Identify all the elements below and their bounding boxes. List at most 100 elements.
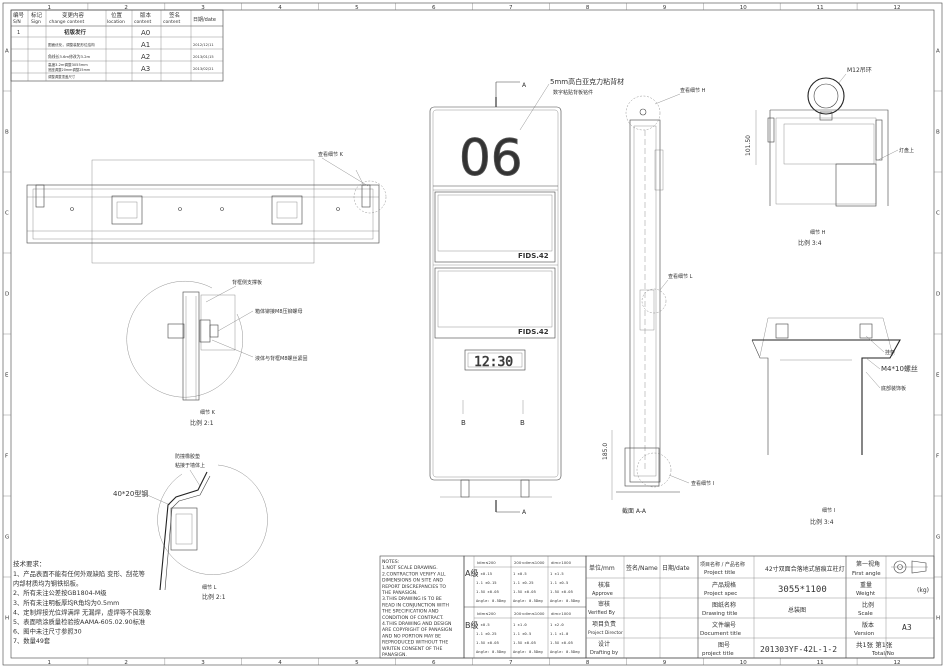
rev-head-loc-en: location bbox=[107, 19, 125, 25]
grid-row-label: G bbox=[5, 535, 9, 541]
tol-cell-a: 1.1 ±0.15 bbox=[476, 580, 497, 585]
tol-cell-b: 1.1 ±0.25 bbox=[476, 631, 497, 636]
note-line: REPORT DISCREPANCIES TO bbox=[382, 584, 446, 590]
l-note-2: 粘接于墙体上 bbox=[175, 462, 205, 469]
rev-row-1-sn: 1 bbox=[17, 30, 20, 36]
note-line: THE SPECIFICATION AND bbox=[381, 609, 439, 615]
grid-row-label: C bbox=[5, 211, 9, 217]
l-dim: 40*20型钢 bbox=[113, 489, 148, 498]
detail-l-drawing: 防撞橡胶垫 粘接于墙体上 40*20型钢 细节 L 比例 2:1 bbox=[113, 453, 268, 601]
note-magnet: 5mm高白亚克力粘背材 bbox=[550, 77, 624, 86]
grid-row-label: E bbox=[936, 373, 940, 379]
grid-row-label: E bbox=[5, 373, 9, 379]
rev-row-3-ver: A2 bbox=[141, 53, 150, 61]
tol-cell-a: 1.1 ±0.5 bbox=[550, 580, 568, 585]
technical-requirements: 技术要求： 1、产品表面不能有任何外观缺陷 变形、刮花等内部材质均为钢铁铝板。2… bbox=[13, 559, 151, 645]
tb-verified-cn: 审核 bbox=[598, 600, 610, 608]
tol-head-a: 200<dim≤1000 bbox=[514, 560, 545, 565]
tol-cell-a: Angle: 0.5Deg bbox=[476, 598, 506, 603]
grid-row-label: H bbox=[936, 616, 940, 622]
tb-drawing-title-cn: 图纸名称 bbox=[712, 601, 736, 609]
tb-version-cn: 版本 bbox=[862, 621, 874, 629]
detail-l-callout: 查看细节 L bbox=[668, 273, 693, 280]
m12-note: M12吊环 bbox=[847, 67, 872, 74]
grid-col-label: 9 bbox=[663, 660, 667, 666]
tb-doc-title-en: Document title bbox=[700, 631, 742, 637]
k-note-2: 液体与背框M8螺丝紧固 bbox=[255, 355, 308, 362]
tol-head-b: 200<dim≤1000 bbox=[514, 611, 545, 616]
detail-l-scale: 比例 2:1 bbox=[202, 593, 226, 601]
tb-version-val: A3 bbox=[902, 623, 912, 632]
tb-unit: 单位/mm bbox=[589, 564, 615, 572]
grid-col-label: 5 bbox=[355, 660, 359, 666]
tol-cell-b: 1.5X ±0.05 bbox=[550, 640, 573, 645]
rev-head-ver-en: content bbox=[134, 19, 151, 25]
note-line: ARE COPYRIGHT OF PANASIGN bbox=[382, 627, 452, 633]
tb-approve-en: Approve bbox=[592, 591, 613, 597]
detail-k-callout: 查看细节 K bbox=[318, 151, 344, 158]
tol-cell-a: 1.5X ±0.05 bbox=[550, 589, 573, 594]
tb-date: 日期/date bbox=[662, 564, 690, 572]
grid-col-label: 7 bbox=[509, 5, 513, 11]
note-line: NOTES: bbox=[382, 559, 400, 565]
tol-cell-b: 1 ±0.5 bbox=[476, 622, 490, 627]
tb-verified-en: Verified By bbox=[588, 610, 615, 616]
rev-head-sig-en: content bbox=[163, 19, 180, 25]
detail-h-scale: 比例 3:4 bbox=[798, 239, 822, 247]
tb-sign: 签名/Name bbox=[626, 564, 658, 572]
note-line: READ IN CONJUNCTION WITH bbox=[382, 602, 449, 608]
detail-l-title: 细节 L bbox=[202, 584, 217, 591]
tol-cell-a: 1 ±1.5 bbox=[550, 571, 564, 576]
section-b-right: B bbox=[520, 419, 525, 427]
grid-row-label: B bbox=[936, 130, 940, 136]
rev-head-sig-cn: 签名 bbox=[169, 11, 180, 19]
grid-col-label: 10 bbox=[740, 660, 747, 666]
tb-drawing-title-val: 总装图 bbox=[788, 606, 806, 614]
grid-row-label: H bbox=[5, 616, 9, 622]
rev-head-sn-en: S/N bbox=[13, 19, 21, 25]
rev-row-4-ver: A3 bbox=[141, 65, 150, 73]
k-note-1: 箱体铆接M8压铆螺母 bbox=[255, 308, 303, 315]
detail-h-title: 细节 H bbox=[810, 229, 826, 236]
note-line: CONDITION OF CONTRACT. bbox=[382, 615, 444, 621]
section-aa-label: 截面 A-A bbox=[622, 507, 647, 515]
tech-line: 1、产品表面不能有任何外观缺陷 变形、刮花等 bbox=[13, 569, 146, 578]
section-a-top-label: A bbox=[522, 82, 527, 89]
note-line: THE PANASIGN. bbox=[381, 590, 418, 596]
tol-cell-b: Angle: 0.5Deg bbox=[476, 649, 506, 654]
tb-spec-cn: 产品规格 bbox=[712, 581, 736, 589]
rev-head-sign-en: Sign bbox=[31, 19, 41, 25]
tech-line: 7、数量49套 bbox=[13, 636, 51, 645]
note-line: 4.THIS DRAWING AND DESIGN bbox=[382, 621, 451, 627]
tb-version-en: Version bbox=[854, 631, 875, 637]
tol-cell-a: 1.5X ±0.05 bbox=[513, 589, 536, 594]
lamp-note: 灯盘上 bbox=[899, 147, 914, 154]
note-line: REPRODUCED WITHOUT THE bbox=[382, 640, 448, 646]
tb-project-no-en: project title bbox=[702, 651, 734, 657]
display-number: 06 bbox=[459, 129, 523, 187]
tol-head-b: Idim≤200 bbox=[477, 611, 496, 616]
tb-weight-en: Weight bbox=[856, 591, 876, 597]
detail-k-drawing: 背框侧支撑板 箱体铆接M8压铆螺母 液体与背框M8螺丝紧固 细节 K 比例 2:… bbox=[126, 279, 308, 427]
grid-col-label: 4 bbox=[278, 5, 282, 11]
tech-line: 4、定制焊接光位焊满焊 无漏焊，虚焊等不良现象 bbox=[13, 607, 151, 616]
note-magnet-2: 数字粘贴背板铭件 bbox=[553, 89, 593, 96]
tb-weight-unit: (kg) bbox=[917, 587, 929, 594]
tb-project-no-cn: 图号 bbox=[718, 642, 730, 649]
tol-cell-b: 1 ±2.0 bbox=[550, 622, 564, 627]
tol-cell-b: 1 ±1.0 bbox=[513, 622, 527, 627]
note-line: AND NO PORTION MAY BE bbox=[382, 633, 441, 639]
tb-project-title-cn: 项目名称 / 产品名称 bbox=[700, 561, 745, 568]
tol-cell-b: 1.5X ±0.05 bbox=[513, 640, 536, 645]
tb-drafting-en: Drafting by bbox=[590, 650, 618, 656]
detail-h-callout: 查看细节 H bbox=[680, 87, 706, 94]
grid-col-label: 11 bbox=[817, 5, 824, 11]
rev-row-4-date: 2013/02/21 bbox=[193, 67, 214, 71]
tb-project-title-en: Project title bbox=[704, 570, 736, 576]
note-line: PANASIGN. bbox=[382, 652, 407, 658]
